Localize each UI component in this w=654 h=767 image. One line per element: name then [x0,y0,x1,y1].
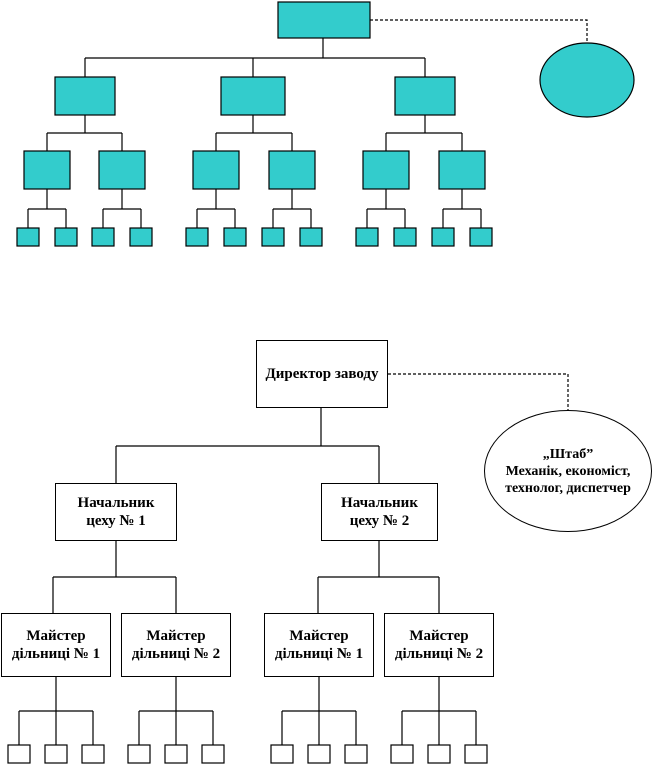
top-level2-box [54,76,116,116]
top-level3-box [98,150,146,190]
bottom-leaf-boxes [7,744,488,764]
director-label: Директор заводу [265,366,379,382]
staff-title: „Штаб” [542,446,594,462]
top-boxes [16,1,635,247]
leaf-box [44,744,68,764]
top-level3-box [192,150,240,190]
leaf-box [464,744,488,764]
staff-oval: „Штаб” Механік, економіст, технолог, дис… [484,410,652,532]
top-leaf-box [54,227,78,247]
leaf-box [390,744,414,764]
top-leaf-box [469,227,493,247]
bottom-connectors [18,373,569,745]
master-box: Майстер дільниці № 1 [1,613,111,677]
master-line-2: дільниці № 1 [274,646,364,662]
shop-1-line-1: Начальник [77,495,155,511]
staff-line-2: технолог, диспетчер [505,480,631,496]
top-level3-box [268,150,316,190]
top-level2-box [394,76,456,116]
master-box: Майстер дільниці № 1 [264,613,374,677]
shop-1-box: Начальник цеху № 1 [55,483,177,541]
top-leaf-box [91,227,115,247]
top-leaf-box [299,227,323,247]
master-line-2: дільниці № 1 [11,646,101,662]
master-line-1: Майстер [289,628,349,644]
leaf-box [127,744,151,764]
shop-2-box: Начальник цеху № 2 [321,483,438,541]
master-line-1: Майстер [146,628,206,644]
master-box: Майстер дільниці № 2 [384,613,494,677]
director-box: Директор заводу [256,340,388,408]
top-leaf-box [16,227,40,247]
shop-1-line-2: цеху № 1 [86,513,146,529]
top-leaf-box [393,227,417,247]
leaf-box [81,744,105,764]
shop-2-line-1: Начальник [341,495,418,511]
top-leaf-box [431,227,455,247]
top-leaf-box [261,227,285,247]
top-level3-box [23,150,71,190]
top-leaf-box [223,227,247,247]
top-level3-box [362,150,410,190]
staff-line-1: Механік, економіст, [505,463,631,479]
shop-2-line-2: цеху № 2 [349,513,410,529]
leaf-box [7,744,31,764]
top-leaf-box [129,227,153,247]
top-level3-box [438,150,486,190]
top-connectors [27,19,588,228]
master-line-1: Майстер [409,628,469,644]
leaf-box [307,744,331,764]
leaf-box [427,744,451,764]
top-root-box [277,1,371,39]
master-line-2: дільниці № 2 [131,646,221,662]
master-line-1: Майстер [26,628,86,644]
master-line-2: дільниці № 2 [394,646,484,662]
leaf-box [344,744,368,764]
top-leaf-box [355,227,379,247]
leaf-box [164,744,188,764]
leaf-box [201,744,225,764]
leaf-box [270,744,294,764]
master-box: Майстер дільниці № 2 [121,613,231,677]
top-leaf-box [185,227,209,247]
top-staff-oval [539,42,635,118]
top-level2-box [220,76,286,116]
